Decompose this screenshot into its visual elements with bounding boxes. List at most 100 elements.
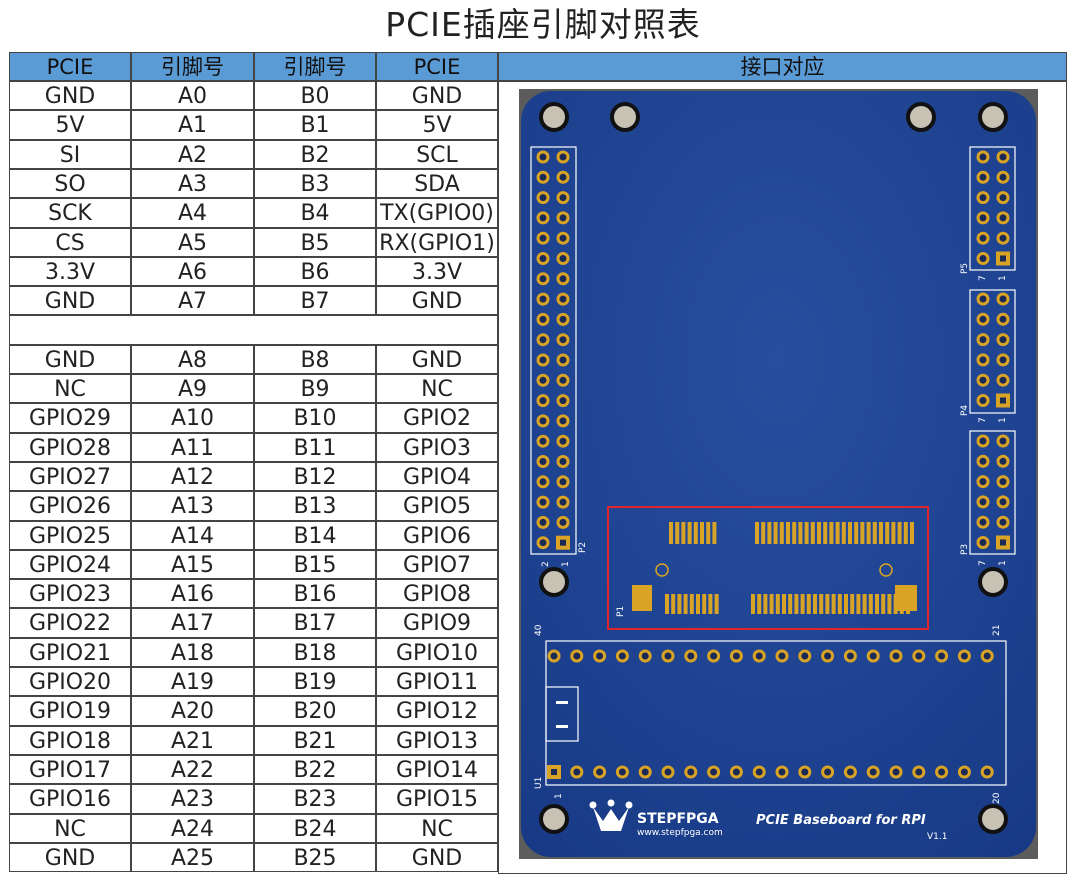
- pcie-pad: [702, 594, 707, 614]
- p4-pin: [976, 353, 990, 367]
- pcie-pad: [844, 594, 848, 614]
- p5-pin: [976, 170, 990, 184]
- table-cell-pcie-a: GPIO23: [9, 579, 131, 608]
- pcie-pad: [788, 594, 793, 614]
- pcie-pad: [850, 594, 855, 614]
- board-version-text: V1.1: [927, 832, 947, 842]
- table-cell-pcie-a: GND: [9, 81, 131, 110]
- p2-pin: [556, 394, 570, 408]
- pcie-pad: [825, 594, 830, 614]
- table-cell-pin-a: A5: [131, 228, 254, 257]
- header-p3-outline: [969, 430, 1016, 555]
- table-cell-pcie-b: GND: [376, 345, 498, 374]
- u1-pin: [821, 765, 835, 779]
- pcie-pad: [885, 522, 890, 544]
- pcie-pad: [837, 594, 842, 614]
- p3-pin: [976, 536, 990, 549]
- table-cell-pcie-a: GPIO20: [9, 667, 131, 696]
- table-cell-pin-b: B4: [254, 198, 376, 228]
- table-cell-pin-a: A0: [131, 81, 254, 110]
- p5-pin: [976, 191, 990, 205]
- p3-pin: [996, 434, 1010, 448]
- u1-pin: [729, 765, 743, 779]
- table-cell-pcie-b: GPIO2: [376, 403, 498, 433]
- table-cell-pin-a: A18: [131, 638, 254, 667]
- pcie-pad: [887, 594, 892, 614]
- table-cell-pin-b: B16: [254, 579, 376, 608]
- p4-pin: [976, 394, 990, 407]
- pcie-pad: [706, 522, 711, 544]
- pcie-pad: [681, 522, 686, 544]
- p2-pin: [536, 373, 550, 387]
- p2-pin: [536, 515, 550, 529]
- table-cell-pin-a: A10: [131, 403, 254, 433]
- table-cell-pin-a: A8: [131, 345, 254, 374]
- pcie-pad: [810, 522, 815, 544]
- pcie-pad: [823, 522, 828, 544]
- pcie-pad: [881, 594, 886, 614]
- p2-pin: [556, 252, 570, 265]
- pcie-pad: [806, 594, 811, 614]
- table-cell-pin-a: A25: [131, 843, 254, 872]
- table-cell-pcie-b: 5V: [376, 110, 498, 140]
- pcie-pad: [856, 594, 861, 614]
- table-cell-pin-a: A2: [131, 140, 254, 169]
- p4-pin: [996, 353, 1010, 367]
- table-cell-pcie-a: GND: [9, 345, 131, 374]
- p2-pin: [556, 150, 570, 164]
- table-cell-pin-b: B1: [254, 110, 376, 140]
- header-pcie-b: PCIE: [376, 52, 498, 81]
- table-cell-pcie-a: GPIO16: [9, 784, 131, 814]
- u1-pin: [570, 765, 584, 779]
- header-pin-a: 引脚号: [131, 52, 254, 81]
- p2-pin: [536, 272, 550, 286]
- p2-pin: [556, 292, 570, 306]
- header-pcie-a: PCIE: [9, 52, 131, 81]
- table-cell-pcie-b: GPIO9: [376, 608, 498, 638]
- header-p4-outline: [969, 289, 1016, 414]
- p2-pin: [536, 231, 550, 245]
- u1-label: U1: [534, 777, 544, 789]
- p2-pin: [556, 414, 570, 428]
- table-cell-pcie-a: SCK: [9, 198, 131, 228]
- pcie-pad: [665, 594, 669, 614]
- page-title: PCIE插座引脚对照表: [385, 5, 701, 44]
- table-cell-pcie-a: SI: [9, 140, 131, 169]
- table-cell-pin-b: B10: [254, 403, 376, 433]
- pcie-pad: [879, 522, 883, 544]
- p3-pin: [996, 515, 1010, 529]
- table-cell-pin-b: B11: [254, 433, 376, 462]
- table-cell-pcie-a: 5V: [9, 110, 131, 140]
- p2-pin: [556, 231, 570, 245]
- table-cell-pcie-b: 3.3V: [376, 257, 498, 286]
- u1-pin: [752, 765, 766, 779]
- table-cell-pcie-a: GND: [9, 286, 131, 315]
- p3-pin1-label: 1: [998, 560, 1008, 566]
- table-cell-pin-a: A6: [131, 257, 254, 286]
- table-cell-pin-a: A17: [131, 608, 254, 638]
- pcie-pad: [875, 594, 879, 614]
- u1-pin: [593, 765, 607, 779]
- table-cell-pcie-a: GPIO24: [9, 550, 131, 579]
- header-p2-outline: [530, 146, 577, 555]
- pcie-pad: [782, 594, 786, 614]
- p5-pin1-label: 1: [998, 275, 1008, 281]
- u1-pin: [889, 765, 903, 779]
- pcie-pad: [866, 522, 871, 544]
- table-cell-pcie-b: GPIO4: [376, 462, 498, 491]
- pcie-pad: [868, 594, 873, 614]
- table-cell-pin-b: B21: [254, 726, 376, 755]
- pcie-pad: [817, 522, 821, 544]
- u1-pin: [866, 765, 880, 779]
- p3-label: P3: [960, 544, 970, 555]
- pcie-pad: [792, 522, 797, 544]
- table-cell-pcie-a: 3.3V: [9, 257, 131, 286]
- table-cell-pin-b: B5: [254, 228, 376, 257]
- pcie-pad: [708, 594, 713, 614]
- u1-pins: [547, 649, 994, 779]
- pcie-pad: [800, 594, 805, 614]
- table-cell-pin-a: A13: [131, 491, 254, 521]
- pcie-pad: [671, 594, 676, 614]
- table-cell-pcie-b: GPIO5: [376, 491, 498, 521]
- table-cell-pcie-b: NC: [376, 374, 498, 403]
